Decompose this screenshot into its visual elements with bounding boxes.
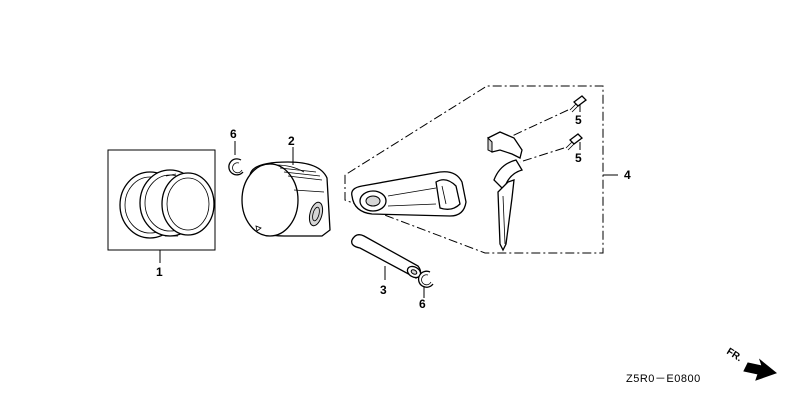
callout-6-lower: 6 [419, 297, 426, 311]
connecting-rod-assembly-outline [344, 85, 618, 254]
front-direction-label: FR. [724, 346, 744, 364]
callout-5-lower: 5 [575, 151, 582, 165]
callout-4: 4 [624, 168, 631, 182]
piston-pin-clip-upper[interactable] [228, 141, 244, 176]
callout-3: 3 [380, 283, 387, 297]
connecting-rod[interactable] [351, 171, 467, 217]
piston-pin-clip-lower[interactable] [417, 270, 434, 298]
piston[interactable] [241, 147, 331, 237]
callout-5-upper: 5 [575, 113, 582, 127]
piston-ring-set[interactable] [107, 149, 216, 263]
piston-pin[interactable] [351, 234, 423, 280]
rod-cap[interactable] [487, 131, 523, 252]
callout-1: 1 [156, 265, 163, 279]
callout-2: 2 [288, 134, 295, 148]
rod-bolt-upper[interactable] [511, 95, 587, 137]
diagram-code: Z5R0－E0800 [626, 373, 701, 385]
rod-bolt-lower[interactable] [519, 133, 583, 163]
front-direction-arrow-icon: FR. [724, 346, 778, 381]
callout-6-upper: 6 [230, 127, 237, 141]
